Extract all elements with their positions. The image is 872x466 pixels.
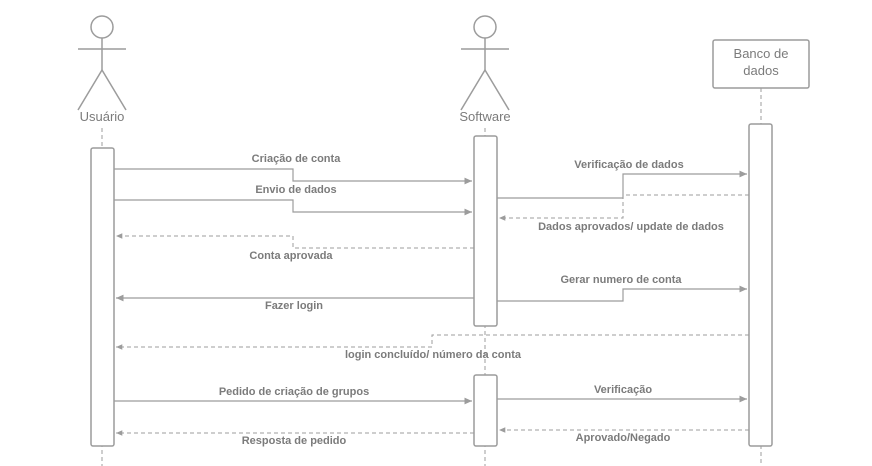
banco-label-line2: dados <box>743 63 779 78</box>
msg-fazer-login: Fazer login <box>265 300 323 312</box>
msg-pedido-criacao-grupos: Pedido de criação de grupos <box>219 386 369 398</box>
arrow-envio-de-dados <box>114 199 472 216</box>
msg-dados-aprovados: Dados aprovados/ update de dados <box>538 221 724 233</box>
msg-envio-de-dados: Envio de dados <box>255 184 336 196</box>
software-activation-1 <box>473 135 498 327</box>
arrow-gerar-numero-de-conta <box>497 285 747 302</box>
msg-verificacao: Verificação <box>594 384 652 396</box>
arrow-login-concluido <box>116 334 749 350</box>
banco-activation <box>748 123 773 447</box>
msg-login-concluido: login concluído/ número da conta <box>345 349 522 361</box>
software-actor-icon <box>460 15 510 111</box>
software-activation-2 <box>473 374 498 447</box>
arrow-criacao-de-conta <box>114 168 472 185</box>
msg-gerar-numero-de-conta: Gerar numero de conta <box>560 274 682 286</box>
msg-criacao-de-conta: Criação de conta <box>252 153 342 165</box>
msg-conta-aprovada: Conta aprovada <box>249 250 333 262</box>
msg-aprovado-negado: Aprovado/Negado <box>576 432 671 444</box>
msg-resposta-de-pedido: Resposta de pedido <box>242 435 347 447</box>
msg-verificacao-de-dados: Verificação de dados <box>574 159 683 171</box>
arrow-dados-aprovados <box>499 194 749 221</box>
banco-label-line1: Banco de <box>734 46 789 61</box>
usuario-label: Usuário <box>80 109 125 124</box>
usuario-activation <box>90 147 115 447</box>
banco-de-dados-box <box>712 39 810 89</box>
usuario-actor-icon <box>77 15 127 111</box>
arrow-conta-aprovada <box>116 233 474 249</box>
software-label: Software <box>459 109 510 124</box>
arrow-verificacao-de-dados <box>497 170 747 199</box>
